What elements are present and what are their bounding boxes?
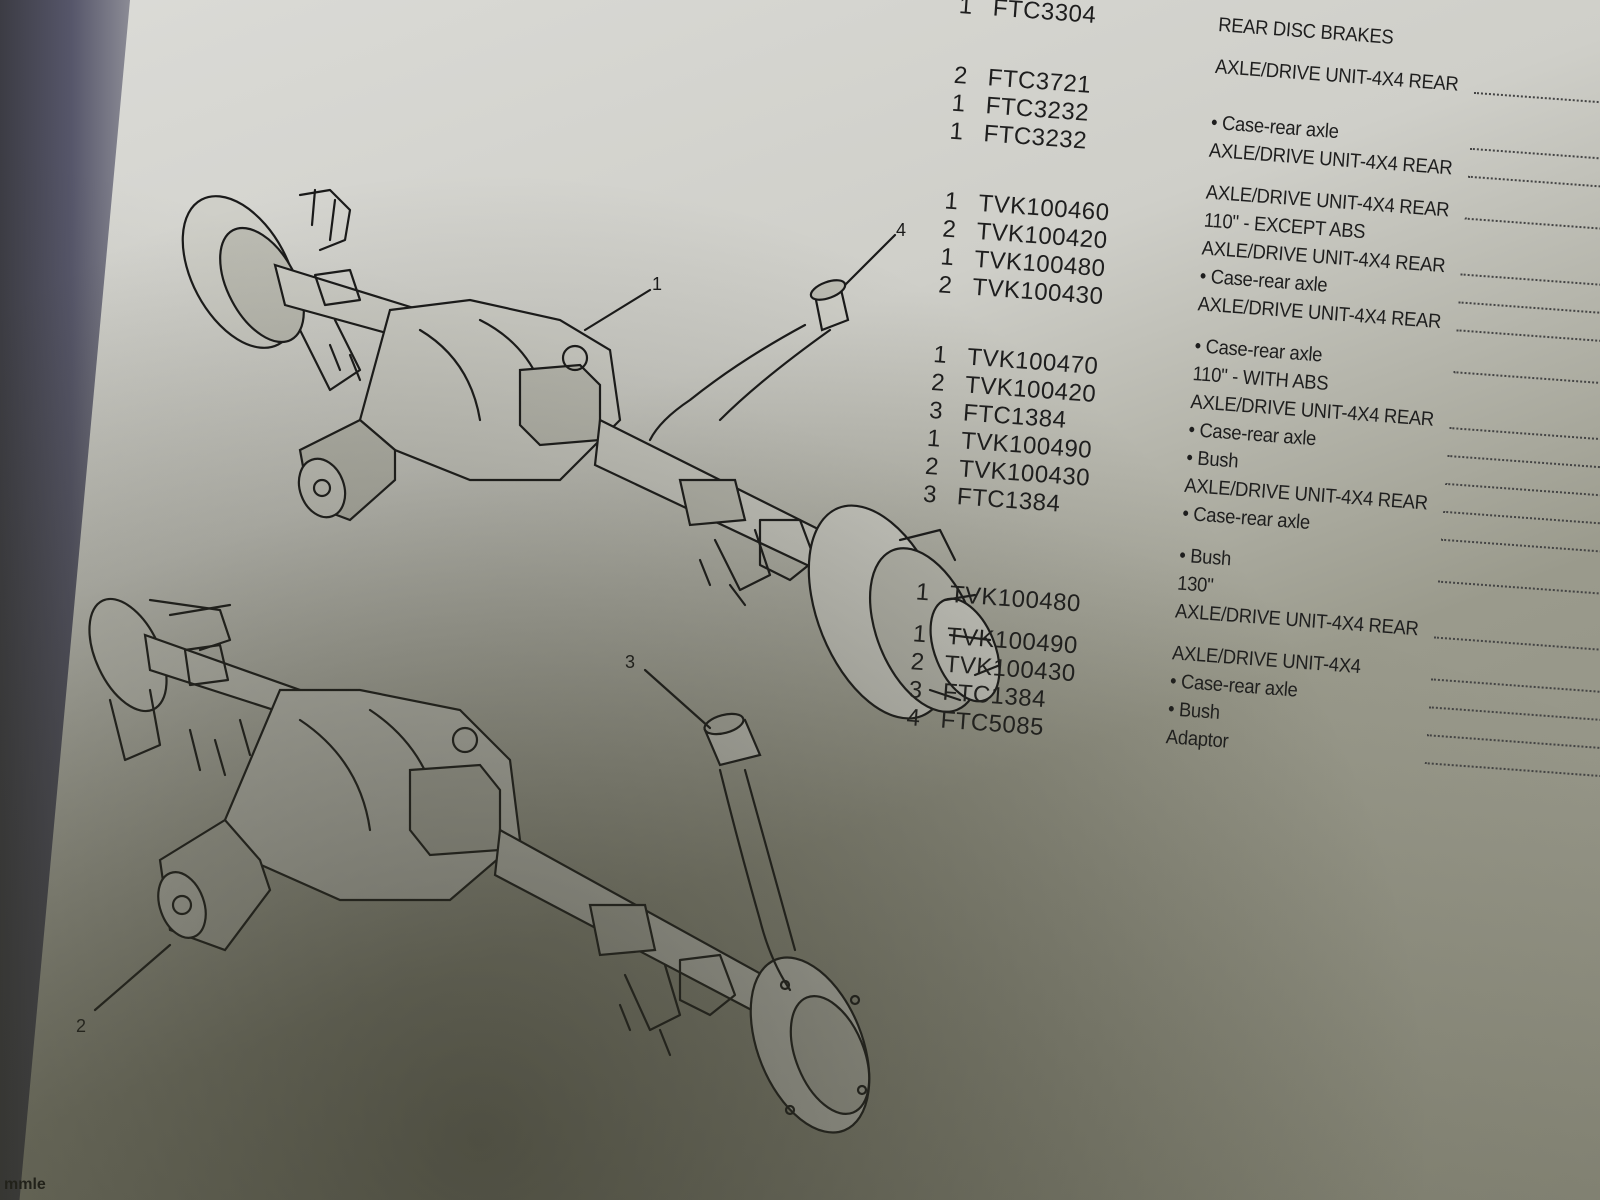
lower-axle-assembly [88,597,871,1134]
bush-part [703,712,762,767]
qty-cell: 3 [922,480,938,509]
qty-cell: 1 [914,578,931,607]
description-cell: • Bush [1185,446,1240,473]
dot-leader [1467,175,1600,191]
parts-table: 1 FTC3304 REAR DISC BRAKES AXLE/DRIVE UN… [905,0,1600,802]
callout-4: 4 [896,220,906,240]
part-number-cell [982,162,1181,177]
part-number-cell [955,525,1154,540]
description-cell: • Bush [1167,698,1221,724]
parts-group-3: • Case-rear axle 1 TVK100470 110" - WITH… [922,313,1600,564]
description-cell: Adaptor [1165,726,1230,753]
part-number-cell [991,36,1190,51]
qty-cell [957,34,987,36]
qty-cell: 2 [930,368,946,397]
dot-leader [1424,762,1600,778]
qty-cell: 1 [948,117,965,146]
qty-cell [948,160,978,162]
description-cell: 130" [1176,572,1215,598]
dot-leader [1456,329,1600,345]
callout-1: 1 [652,274,662,294]
qty-cell: 1 [939,243,955,272]
qty-cell [936,313,966,315]
qty-cell: 2 [909,648,926,677]
qty-cell: 2 [952,61,969,90]
qty-cell: 2 [937,271,953,300]
qty-cell: 1 [926,424,942,453]
page-footer-mark: mmle [4,1176,46,1193]
qty-cell: 1 [932,341,948,369]
upper-axle-assembly [181,188,1002,720]
dot-leader [1441,538,1600,554]
qty-cell: 2 [941,215,957,244]
qty-cell: 1 [943,187,959,216]
adaptor-part [809,279,850,332]
qty-cell: 1 [950,89,967,118]
qty-cell: 2 [924,452,940,481]
callout-3: 3 [625,652,635,672]
qty-cell: 3 [928,396,944,425]
dot-leader [1433,636,1600,652]
callout-2: 2 [76,1016,86,1036]
qty-cell [921,523,951,525]
qty-cell: 1 [958,0,974,20]
part-number-cell [970,316,1169,331]
qty-cell: 3 [907,676,924,705]
qty-cell: 4 [905,704,922,732]
qty-cell: 1 [911,620,928,649]
description-cell: • Bush [1178,544,1232,571]
